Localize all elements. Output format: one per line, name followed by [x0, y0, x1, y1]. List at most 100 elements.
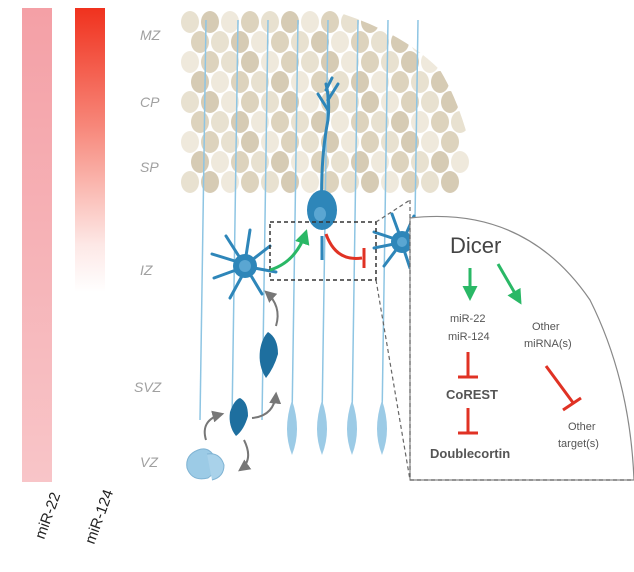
cortical-cell — [281, 91, 299, 113]
cortical-cell — [441, 51, 459, 73]
cortical-cell — [181, 91, 199, 113]
cortical-cell — [211, 31, 229, 53]
cortical-cell — [221, 51, 239, 73]
mir22-gradient-bar — [22, 8, 52, 482]
cortical-cell — [221, 11, 239, 33]
activation-arrow — [269, 229, 310, 272]
cortical-cell — [341, 131, 359, 153]
cortical-cell — [341, 171, 359, 193]
other-mirna-target-inhibition-bar — [562, 396, 582, 412]
cortical-cell — [301, 91, 319, 113]
cortical-cell — [231, 31, 249, 53]
inhibition-line — [324, 233, 363, 260]
zone-label-cp: CP — [140, 94, 160, 110]
cortical-cell — [281, 171, 299, 193]
cortical-cell — [271, 31, 289, 53]
radial-glia-soma — [347, 400, 357, 455]
mir124-gradient-bar — [75, 8, 105, 482]
zone-label-mz: MZ — [140, 27, 161, 43]
cortical-cell — [411, 31, 429, 53]
migration-arrow — [238, 439, 252, 472]
cortical-cell — [291, 71, 309, 93]
cortical-cell — [201, 51, 219, 73]
cortical-cell — [331, 31, 349, 53]
cortical-cell — [361, 171, 379, 193]
cortical-cell — [181, 51, 199, 73]
cortical-cell — [331, 111, 349, 133]
cortical-cell — [251, 111, 269, 133]
cortical-cell — [401, 131, 419, 153]
cortical-cell — [351, 111, 369, 133]
zone-labels: MZ CP SP IZ SVZ VZ — [134, 27, 162, 470]
cortical-cell — [411, 111, 429, 133]
cortical-cell — [221, 91, 239, 113]
cortical-cell — [261, 11, 279, 33]
bipolar-neuron — [307, 76, 340, 260]
cortical-cell — [441, 171, 459, 193]
cortical-cell — [311, 71, 329, 93]
cortical-cell — [371, 111, 389, 133]
cortical-cell — [181, 11, 199, 33]
cortical-cell — [301, 51, 319, 73]
cortical-cell — [201, 171, 219, 193]
cortical-cell — [421, 11, 439, 33]
cortical-cell — [191, 71, 209, 93]
cortical-cell — [241, 51, 259, 73]
cortical-cell — [451, 31, 469, 53]
cortical-cell — [381, 171, 399, 193]
cortical-cell — [381, 11, 399, 33]
cortical-cell — [251, 151, 269, 173]
cortical-cell — [241, 131, 259, 153]
cortical-cell — [421, 171, 439, 193]
cortical-cell — [381, 91, 399, 113]
cortical-cell — [391, 111, 409, 133]
cortical-cell — [301, 171, 319, 193]
cortical-cell — [361, 11, 379, 33]
cortical-cell — [261, 51, 279, 73]
cortical-cell — [381, 51, 399, 73]
mir22-bar-label: miR-22 — [32, 490, 65, 541]
cortical-cell — [241, 91, 259, 113]
cortical-cell — [261, 131, 279, 153]
gradient-bars: miR-22 miR-124 — [22, 8, 117, 546]
cortical-cell — [251, 71, 269, 93]
other-targets-label-line1: Other — [568, 421, 596, 433]
radial-fiber — [291, 19, 299, 421]
cortical-cell — [451, 71, 469, 93]
cortical-cell — [411, 151, 429, 173]
other-mirna-label-line1: Other — [532, 321, 560, 333]
migration-arrow — [264, 290, 279, 327]
cortical-cell — [291, 31, 309, 53]
cortical-cell — [391, 151, 409, 173]
other-mirna-target-inhibition — [544, 365, 576, 405]
multipolar-neuron-left — [210, 228, 278, 300]
cortical-cell — [371, 151, 389, 173]
cortical-cell — [391, 71, 409, 93]
mir22-label: miR-22 — [450, 313, 485, 325]
radial-glia-soma — [317, 400, 327, 455]
radial-fiber — [351, 19, 359, 421]
cortical-cell — [241, 11, 259, 33]
cortical-cell-layer — [181, 11, 469, 193]
cortical-cell — [421, 91, 439, 113]
corest-label: CoREST — [446, 387, 498, 402]
cortical-cell — [221, 131, 239, 153]
cortical-cell — [431, 111, 449, 133]
cortical-cell — [191, 151, 209, 173]
dicer-label: Dicer — [450, 233, 501, 258]
progenitor-cells — [186, 290, 282, 481]
radial-glia-soma — [377, 400, 387, 455]
cortical-cell — [361, 131, 379, 153]
zone-label-vz: VZ — [140, 454, 158, 470]
cortical-cell — [201, 11, 219, 33]
cortical-cell — [221, 171, 239, 193]
cortical-cell — [411, 71, 429, 93]
cortical-cell — [281, 51, 299, 73]
cortical-cell — [181, 171, 199, 193]
cortical-cell — [211, 71, 229, 93]
cortical-cell — [241, 171, 259, 193]
cortical-cell — [361, 91, 379, 113]
cortical-cell — [361, 51, 379, 73]
cortical-cell — [381, 131, 399, 153]
